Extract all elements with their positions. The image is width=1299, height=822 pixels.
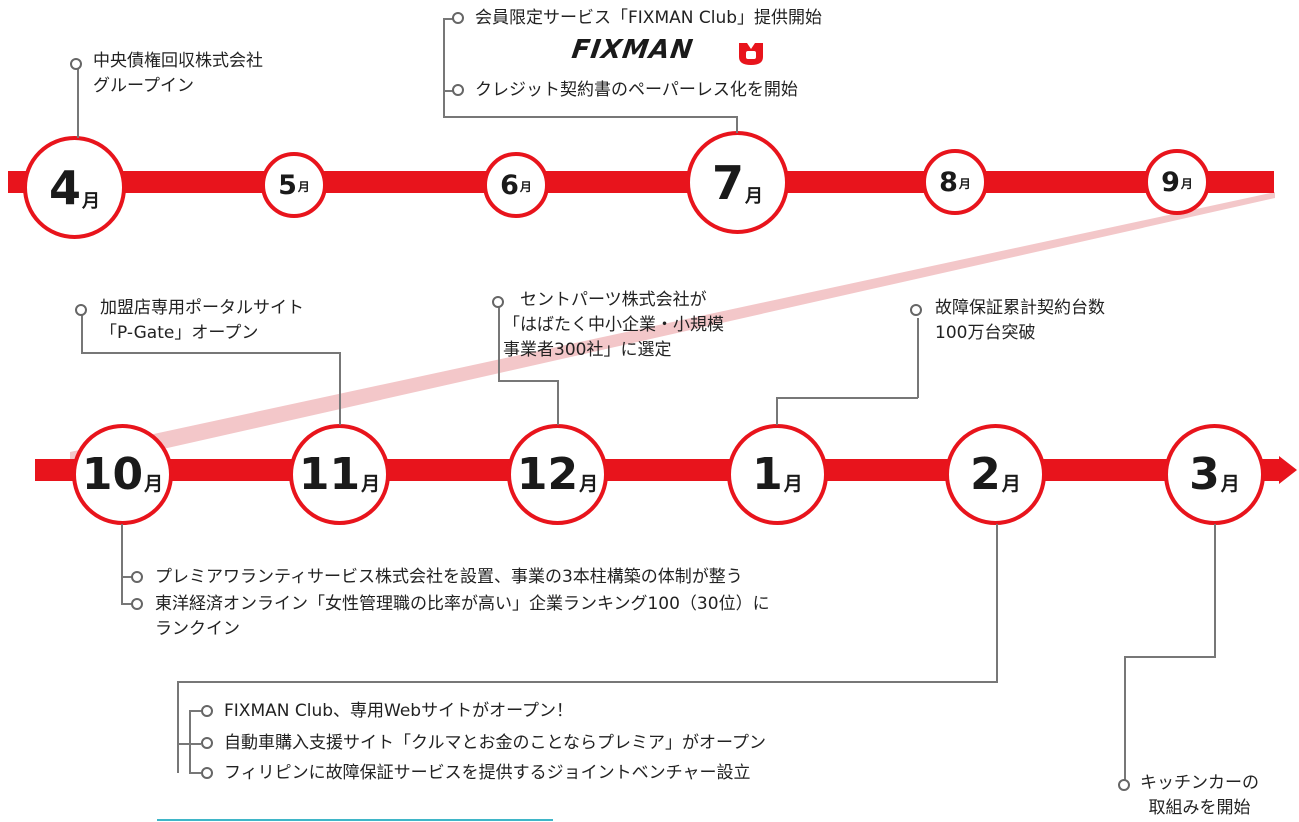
- bullet-icon: [201, 767, 213, 779]
- bullet-icon: [910, 304, 922, 316]
- footer-divider: [157, 819, 553, 821]
- bullet-icon: [452, 84, 464, 96]
- event-jul-1: 会員限定サービス「FIXMAN Club」提供開始: [475, 8, 823, 28]
- bullet-icon: [131, 598, 143, 610]
- bullet-icon: [201, 705, 213, 717]
- event-jul-2: クレジット契約書のペーパーレス化を開始: [475, 80, 798, 100]
- bullet-icon: [75, 304, 87, 316]
- event-mar: キッチンカーの取組みを開始: [1140, 773, 1259, 818]
- event-feb-3: フィリピンに故障保証サービスを提供するジョイントベンチャー設立: [224, 763, 751, 783]
- timeline-bar-row2: [35, 459, 1280, 481]
- event-feb-1: FIXMAN Club、専用Webサイトがオープン！: [224, 701, 574, 721]
- bullet-icon: [452, 12, 464, 24]
- fixman-logo: FIXMAN: [569, 35, 696, 65]
- bullet-icon: [131, 571, 143, 583]
- bullet-icon: [492, 296, 504, 308]
- event-apr: 中央債権回収株式会社グループイン: [93, 51, 263, 96]
- event-feb-2: 自動車購入支援サイト「クルマとお金のことならプレミア」がオープン: [224, 733, 766, 753]
- timeline-bar-row1: [8, 171, 1274, 193]
- arrow-right-icon: [1279, 456, 1297, 484]
- bullet-icon: [1118, 779, 1130, 791]
- fixman-logo-icon: [739, 43, 763, 65]
- event-dec: セントパーツ株式会社が「はばたく中小企業・小規模事業者300社」に選定: [503, 290, 724, 360]
- event-oct-2: 東洋経済オンライン「女性管理職の比率が高い」企業ランキング100（30位）にラン…: [155, 594, 770, 639]
- event-oct-1: プレミアワランティサービス株式会社を設置、事業の3本柱構築の体制が整う: [155, 567, 743, 587]
- bullet-icon: [70, 58, 82, 70]
- bullet-icon: [201, 737, 213, 749]
- event-nov: 加盟店専用ポータルサイト「P-Gate」オープン: [100, 298, 304, 343]
